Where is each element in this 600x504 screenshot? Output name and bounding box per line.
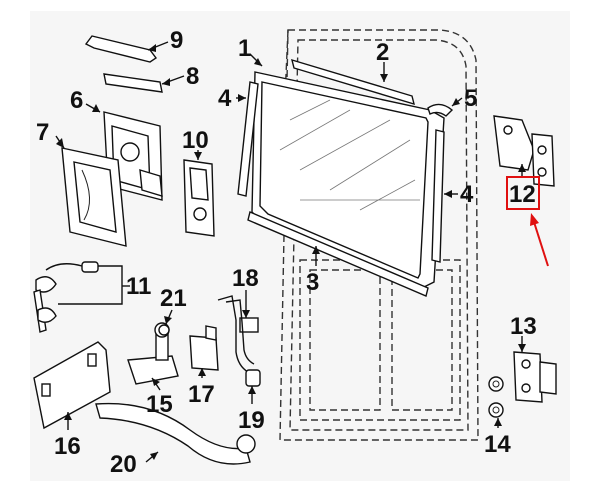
callout-15: 15 xyxy=(146,391,173,418)
bracket-18 xyxy=(239,317,259,333)
callout-17: 17 xyxy=(188,381,215,408)
callout-5: 5 xyxy=(464,85,477,112)
bolts-14 xyxy=(488,376,504,418)
callout-13: 13 xyxy=(510,313,537,340)
callout-2: 2 xyxy=(376,39,389,66)
callout-4-right: 4 xyxy=(460,181,474,208)
callout-12: 12 xyxy=(509,181,536,208)
bracket-17 xyxy=(189,325,219,371)
latch-10 xyxy=(183,159,215,237)
callout-11: 11 xyxy=(126,273,151,300)
callout-21: 21 xyxy=(160,285,187,312)
lever-15 xyxy=(127,322,179,385)
callout-6: 6 xyxy=(70,87,83,114)
leader-lines xyxy=(55,41,526,463)
callout-9: 9 xyxy=(170,27,183,54)
callout-14: 14 xyxy=(484,431,511,458)
bracket-9 xyxy=(84,35,158,63)
highlight-arrow xyxy=(530,213,549,267)
keys-11 xyxy=(33,261,99,333)
handle-20 xyxy=(95,402,256,465)
bottom-channel xyxy=(247,211,429,297)
callout-8: 8 xyxy=(186,63,199,90)
callout-labels: 9 8 6 7 10 1 2 4 5 4 3 12 11 18 21 13 15… xyxy=(36,27,537,478)
plate-16 xyxy=(33,341,111,430)
callout-19: 19 xyxy=(238,407,265,434)
callout-20: 20 xyxy=(110,451,137,478)
bracket-8 xyxy=(103,73,163,93)
callout-1: 1 xyxy=(238,35,251,62)
lock-body-6 xyxy=(103,111,163,201)
hinge-13 xyxy=(513,351,557,403)
hinge-12 xyxy=(493,115,555,187)
pin-21 xyxy=(158,324,170,336)
corner-clip xyxy=(427,103,454,117)
right-run-channel xyxy=(431,129,445,263)
left-run-channel xyxy=(237,81,259,197)
rod-19 xyxy=(217,295,261,387)
callout-18: 18 xyxy=(232,265,259,292)
callout-4-left: 4 xyxy=(218,85,232,112)
callout-7: 7 xyxy=(36,119,49,146)
gasket-7 xyxy=(61,147,127,247)
callout-16: 16 xyxy=(54,433,81,460)
callout-3: 3 xyxy=(306,269,319,296)
callout-10: 10 xyxy=(182,127,209,154)
top-channel xyxy=(291,58,415,106)
highlight-box xyxy=(506,176,540,210)
